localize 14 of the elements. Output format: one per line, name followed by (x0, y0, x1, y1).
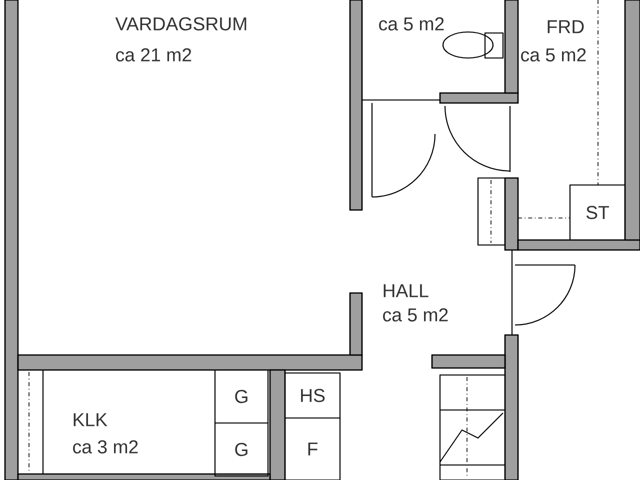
cabinet-box: HS (284, 372, 341, 419)
room-label: ca 3 m2 (73, 440, 138, 454)
cabinet-box: F (284, 417, 341, 480)
room-label: KLK (74, 413, 108, 426)
room-label: FRD (548, 20, 584, 34)
cabinet-box: G (214, 422, 269, 477)
cabinet-box: ST (569, 184, 626, 241)
room-label: ca 5 m2 (379, 17, 444, 30)
cabinet-box: G (214, 369, 269, 424)
room-label: ca 5 m2 (521, 48, 586, 62)
room-label: HALL (384, 284, 428, 298)
room-label: ca 5 m2 (383, 308, 448, 322)
room-label: ca 21 m2 (116, 48, 192, 62)
room-label: VARDAGSRUM (115, 17, 246, 30)
